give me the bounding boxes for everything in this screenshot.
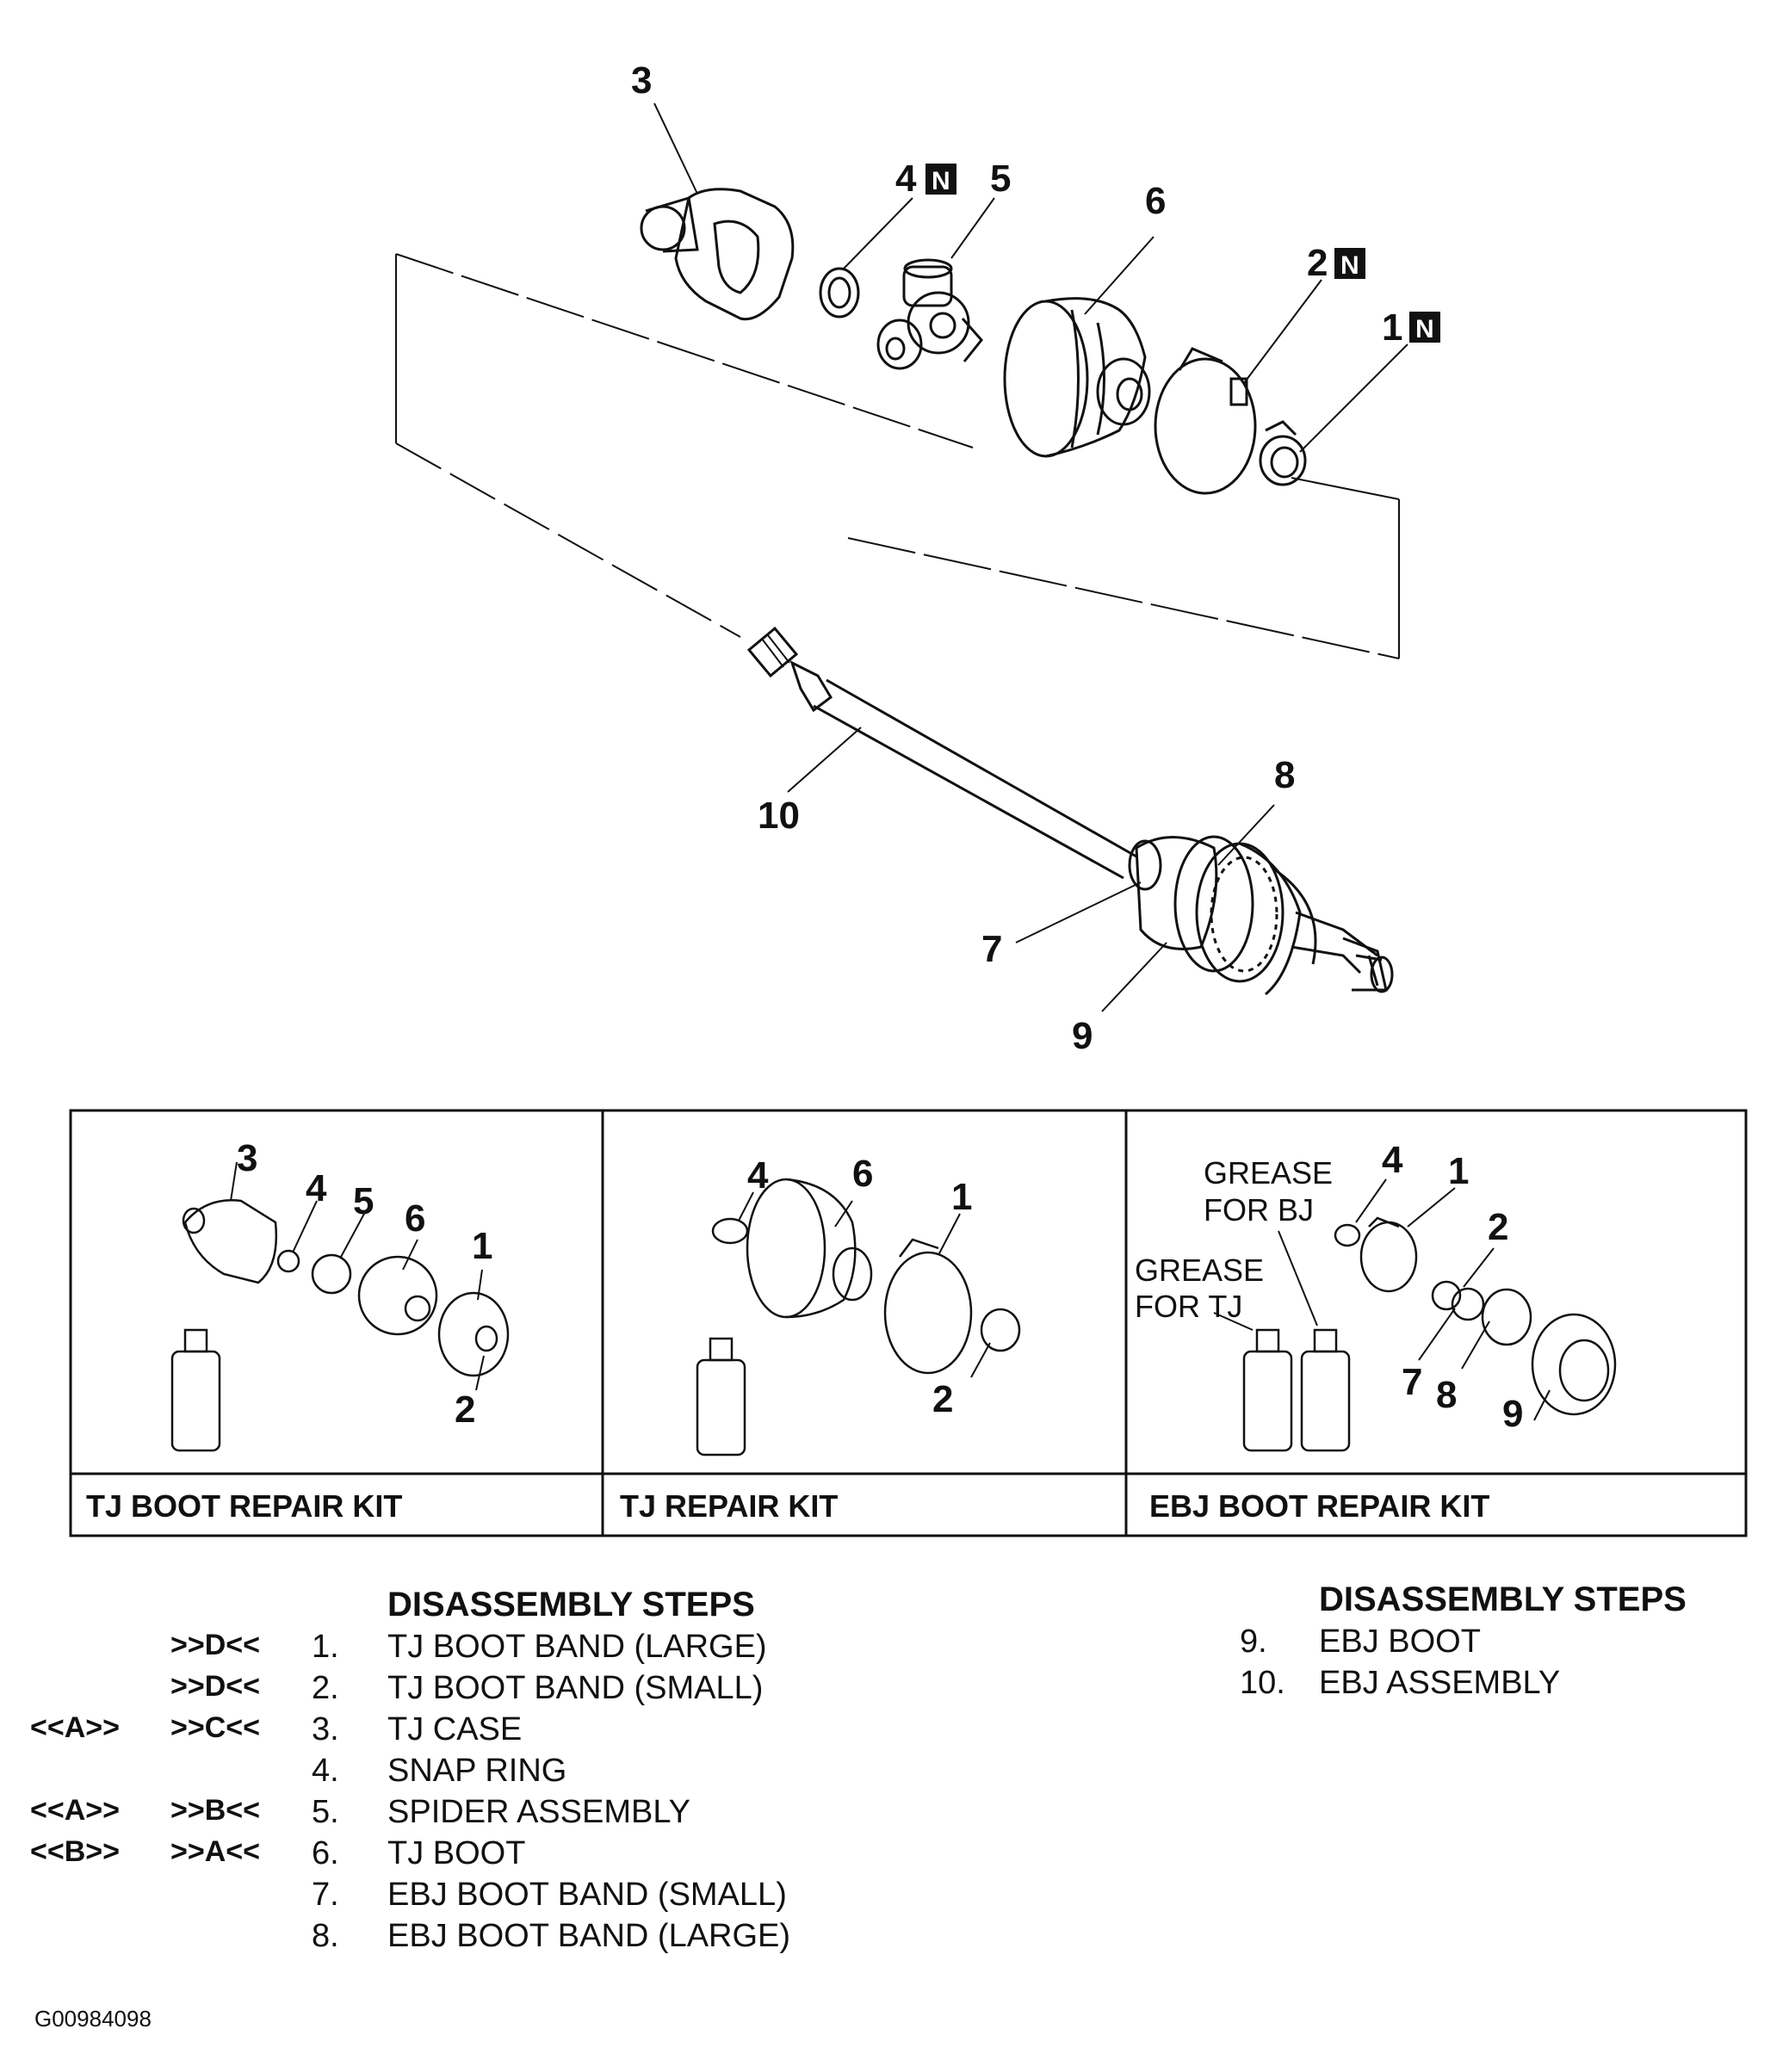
step-number: 3.: [312, 1711, 339, 1747]
step-number: 1.: [312, 1629, 339, 1665]
kit-label-tj-boot-repair: TJ BOOT REPAIR KIT: [86, 1488, 402, 1524]
step-text: EBJ ASSEMBLY: [1319, 1665, 1561, 1701]
step-code-a: <<B>>: [30, 1835, 120, 1868]
grease-for-bj-line1: GREASE: [1204, 1155, 1333, 1191]
ebj-shaft-part: [746, 626, 1137, 880]
step-text: TJ CASE: [387, 1711, 523, 1747]
callout-4: 4: [895, 158, 917, 200]
step-row: 4. SNAP RING: [0, 1753, 861, 1792]
step-text: TJ BOOT BAND (LARGE): [387, 1629, 767, 1665]
kit1-callout-1: 1: [472, 1225, 492, 1267]
step-row: 10. EBJ ASSEMBLY: [1240, 1665, 1756, 1704]
step-row: <<A>> >>B<< 5. SPIDER ASSEMBLY: [0, 1794, 861, 1834]
kit1-callout-3: 3: [237, 1137, 257, 1179]
callout-1: 1: [1382, 306, 1402, 349]
n-mark-icon: [925, 164, 956, 195]
step-number: 6.: [312, 1835, 339, 1871]
callout-2: 2: [1307, 242, 1328, 284]
step-row: 9. EBJ BOOT: [1240, 1624, 1756, 1663]
step-code-a: <<A>>: [30, 1711, 120, 1744]
step-text: SPIDER ASSEMBLY: [387, 1794, 690, 1830]
step-text: SNAP RING: [387, 1753, 567, 1789]
step-number: 7.: [312, 1877, 339, 1913]
step-row: >>D<< 2. TJ BOOT BAND (SMALL): [0, 1670, 861, 1710]
callout-6: 6: [1145, 180, 1166, 222]
kit-ebj-boot-repair-illustration: [1213, 1178, 1617, 1452]
grease-for-tj-line1: GREASE: [1135, 1252, 1264, 1288]
assembly-plane-outline: [395, 253, 1400, 659]
step-code-b: >>B<<: [170, 1794, 260, 1827]
grease-for-bj-line2: FOR BJ: [1204, 1192, 1314, 1228]
kit2-callout-4: 4: [747, 1154, 769, 1197]
n-mark-icon: [1409, 312, 1440, 343]
step-code-b: >>D<<: [170, 1670, 260, 1703]
grease-for-tj-line2: FOR TJ: [1135, 1289, 1242, 1324]
kit3-callout-4: 4: [1382, 1139, 1403, 1181]
step-code-b: >>D<<: [170, 1629, 260, 1661]
kit2-callout-1: 1: [951, 1176, 972, 1218]
tj-boot-band-large-part: [1154, 347, 1257, 495]
callout-7: 7: [981, 928, 1002, 970]
main-callouts: 3 4 N 5 6 2 N 1 N 10 8 7 9: [631, 59, 1440, 1057]
kit-tj-repair-illustration: [696, 1178, 1021, 1457]
step-number: 4.: [312, 1753, 339, 1789]
kit-tj-boot-repair-callouts: 3 4 5 6 1 2: [237, 1137, 492, 1431]
spider-assembly-part: [876, 258, 983, 370]
step-code-b: >>A<<: [170, 1835, 260, 1868]
snap-ring-part: [819, 267, 860, 319]
kit1-callout-5: 5: [353, 1180, 374, 1222]
step-number: 10.: [1240, 1665, 1285, 1701]
kit1-callout-6: 6: [405, 1197, 425, 1240]
tj-boot-part: [1003, 297, 1151, 458]
kit1-callout-2: 2: [455, 1389, 475, 1431]
ebj-joint-part: [1128, 835, 1394, 996]
step-text: TJ BOOT: [387, 1835, 526, 1871]
step-number: 8.: [312, 1918, 339, 1954]
step-row: <<A>> >>C<< 3. TJ CASE: [0, 1711, 861, 1751]
kit-tj-boot-repair-illustration: [170, 1161, 510, 1452]
step-row: 8. EBJ BOOT BAND (LARGE): [0, 1918, 861, 1958]
callout-9: 9: [1072, 1015, 1093, 1057]
kit-label-ebj-boot-repair: EBJ BOOT REPAIR KIT: [1149, 1488, 1489, 1524]
step-text: EBJ BOOT BAND (SMALL): [387, 1877, 787, 1913]
step-number: 5.: [312, 1794, 339, 1830]
kit3-callout-1: 1: [1448, 1150, 1469, 1192]
kit2-callout-2: 2: [932, 1378, 953, 1420]
step-number: 9.: [1240, 1624, 1267, 1660]
step-code-a: <<A>>: [30, 1794, 120, 1827]
n-mark-icon: [1334, 248, 1365, 279]
figure-id: G00984098: [34, 2006, 152, 2032]
n-mark-1: N: [1415, 315, 1434, 343]
callout-5: 5: [990, 158, 1011, 200]
kit3-callout-2: 2: [1488, 1206, 1508, 1248]
kit1-callout-4: 4: [306, 1167, 327, 1209]
kit3-callout-8: 8: [1436, 1374, 1457, 1416]
step-text: TJ BOOT BAND (SMALL): [387, 1670, 764, 1706]
callout-10: 10: [758, 795, 800, 837]
step-row: >>D<< 1. TJ BOOT BAND (LARGE): [0, 1629, 861, 1668]
n-mark-2: N: [1340, 251, 1359, 280]
steps-right-title: DISASSEMBLY STEPS: [1319, 1580, 1687, 1618]
step-row: 7. EBJ BOOT BAND (SMALL): [0, 1877, 861, 1916]
tj-case-part: [640, 188, 795, 321]
step-text: EBJ BOOT BAND (LARGE): [387, 1918, 791, 1954]
kits-table: [69, 1109, 1748, 1537]
kit-ebj-boot-repair-callouts: 4 1 2 7 8 9 GREASE FOR BJ GREASE FOR TJ: [1135, 1139, 1523, 1435]
step-text: EBJ BOOT: [1319, 1624, 1481, 1660]
kit-tj-repair-callouts: 4 6 1 2: [747, 1153, 972, 1420]
kit2-callout-6: 6: [852, 1153, 873, 1195]
n-mark-4: N: [932, 167, 950, 195]
step-code-b: >>C<<: [170, 1711, 260, 1744]
tj-boot-band-small-part: [1259, 420, 1307, 486]
kit-label-tj-repair: TJ REPAIR KIT: [620, 1488, 838, 1524]
callout-8: 8: [1274, 754, 1295, 796]
kit3-callout-7: 7: [1402, 1361, 1422, 1403]
leader-lines: [653, 102, 1408, 1012]
step-row: <<B>> >>A<< 6. TJ BOOT: [0, 1835, 861, 1875]
callout-3: 3: [631, 59, 652, 102]
step-number: 2.: [312, 1670, 339, 1706]
kit3-callout-9: 9: [1502, 1393, 1523, 1435]
steps-left-title: DISASSEMBLY STEPS: [387, 1586, 755, 1624]
